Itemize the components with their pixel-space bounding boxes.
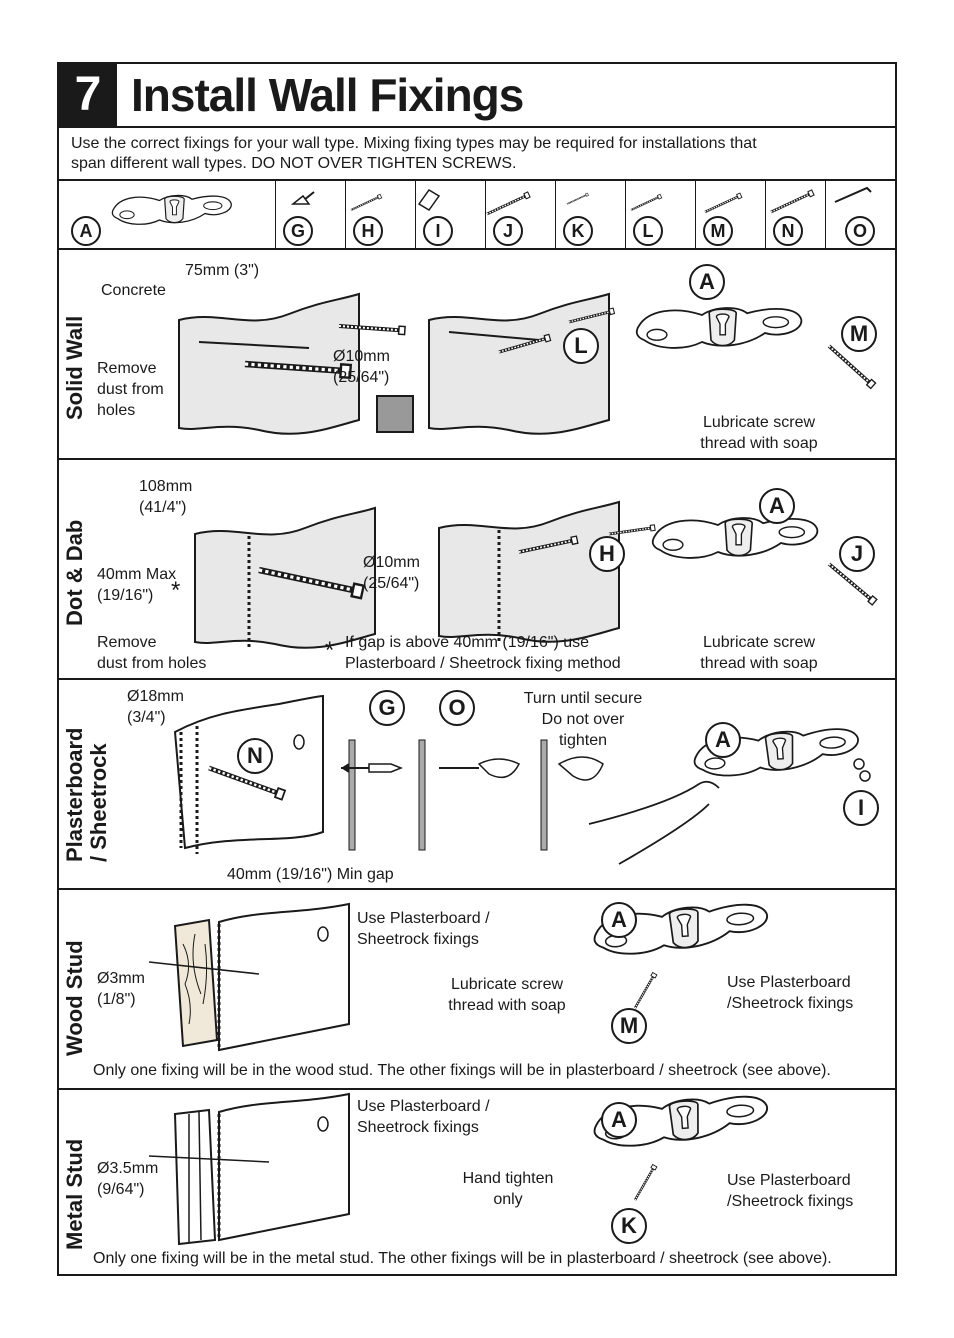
callout: O: [439, 690, 475, 726]
divider: [59, 678, 895, 680]
section-label: Wood Stud: [62, 940, 87, 1056]
footnote: Only one fixing will be in the wood stud…: [93, 1062, 831, 1079]
callout: A: [705, 722, 741, 758]
section-label: Dot & Dab: [62, 519, 87, 626]
instruction-panel: 7 Install Wall Fixings Use the correct f…: [57, 62, 897, 1276]
part-label: H: [353, 216, 383, 246]
section-label: Solid Wall: [62, 315, 87, 420]
part-label: L: [633, 216, 663, 246]
callout: M: [611, 1008, 647, 1044]
part-label: M: [703, 216, 733, 246]
callout: H: [589, 536, 625, 572]
part-label: O: [845, 216, 875, 246]
divider: [59, 248, 895, 250]
callout: M: [841, 316, 877, 352]
section-label: Plasterboard/ Sheetrock: [62, 727, 111, 863]
page-title: Install Wall Fixings: [131, 69, 524, 121]
divider: [59, 888, 895, 890]
step-number: 7: [59, 64, 117, 126]
part-label: K: [563, 216, 593, 246]
callout: G: [369, 690, 405, 726]
callout: A: [601, 902, 637, 938]
callout: A: [601, 1102, 637, 1138]
part-label: I: [423, 216, 453, 246]
callout: A: [759, 488, 795, 524]
step-header: 7 Install Wall Fixings: [59, 64, 895, 128]
divider: [59, 1088, 895, 1090]
divider: [59, 179, 895, 181]
part-label: G: [283, 216, 313, 246]
callout: K: [611, 1208, 647, 1244]
intro-text: Use the correct fixings for your wall ty…: [71, 135, 757, 172]
section-label: Metal Stud: [62, 1138, 87, 1250]
callout: N: [237, 738, 273, 774]
callout: A: [689, 264, 725, 300]
callout: J: [839, 536, 875, 572]
callout: L: [563, 328, 599, 364]
callout: I: [843, 790, 879, 826]
divider: [59, 458, 895, 460]
part-label: A: [71, 216, 101, 246]
part-label: J: [493, 216, 523, 246]
footnote: Only one fixing will be in the metal stu…: [93, 1250, 832, 1267]
part-label: N: [773, 216, 803, 246]
parts-row: [111, 186, 872, 225]
